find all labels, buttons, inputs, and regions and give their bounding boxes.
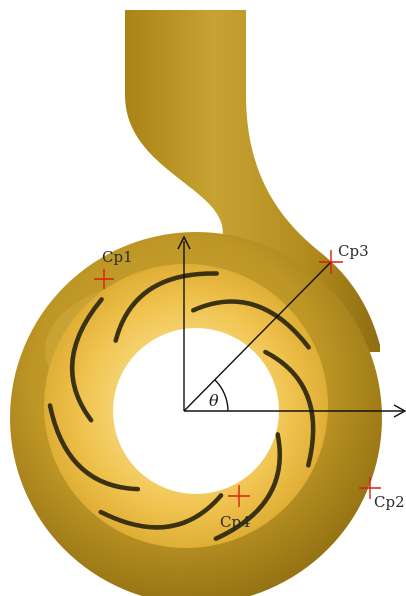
- coordinate-axes: [177, 235, 406, 418]
- impeller-blade: [213, 432, 283, 541]
- marker-cp4: [228, 485, 250, 507]
- impeller-blade: [98, 493, 224, 530]
- impeller-blade: [263, 349, 316, 468]
- y-axis-arrowhead: [177, 235, 191, 250]
- label-cp1: Cp1: [102, 248, 133, 266]
- impeller-blade: [47, 403, 141, 492]
- impeller-blade: [113, 271, 219, 343]
- angle-theta-label: θ: [209, 391, 219, 410]
- radial-line-cp3: [183, 261, 332, 412]
- marker-cp2: [359, 477, 381, 499]
- label-cp2: Cp2: [374, 493, 405, 511]
- label-cp4: Cp4: [220, 513, 251, 531]
- impeller-blades: [47, 271, 316, 541]
- x-axis-arrowhead: [393, 404, 406, 418]
- marker-cp3: [319, 250, 343, 274]
- impeller-blade: [69, 297, 104, 423]
- discharge-pipe: [125, 10, 380, 352]
- marker-cp1: [94, 269, 114, 289]
- impeller-blade: [191, 299, 311, 350]
- angle-arc: [214, 379, 229, 412]
- label-cp3: Cp3: [338, 242, 369, 260]
